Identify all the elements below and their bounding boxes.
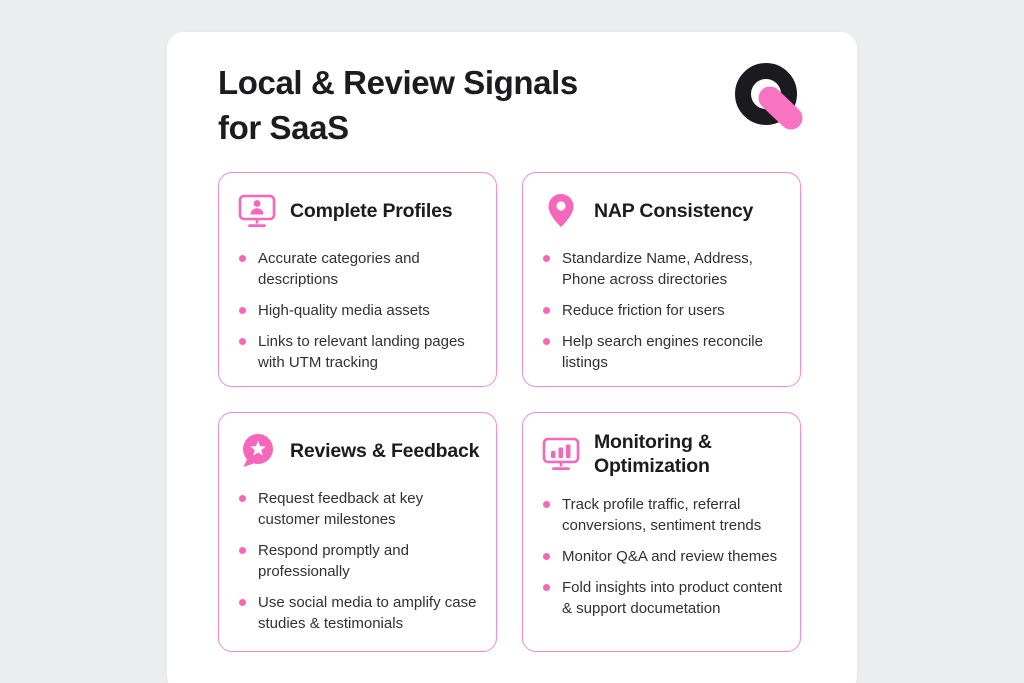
bullet-dot bbox=[239, 547, 246, 554]
bullet-text: Fold insights into product content & sup… bbox=[562, 579, 783, 617]
list-item: Monitor Q&A and review themes bbox=[541, 546, 788, 567]
list-item: Use social media to amplify case studies… bbox=[237, 592, 484, 634]
list-item: High-quality media assets bbox=[237, 300, 484, 321]
bullet-text: Standardize Name, Address, Phone across … bbox=[562, 250, 753, 288]
bullet-text: Use social media to amplify case studies… bbox=[258, 594, 477, 632]
card-title: Reviews & Feedback bbox=[290, 440, 480, 462]
card-header: Reviews & Feedback bbox=[237, 430, 484, 472]
page-title-line2: for SaaS bbox=[218, 109, 349, 146]
bullet-list: Track profile traffic, referral conversi… bbox=[541, 494, 788, 619]
bullet-list: Standardize Name, Address, Phone across … bbox=[541, 248, 788, 373]
bullet-dot bbox=[543, 307, 550, 314]
list-item: Accurate categories and descriptions bbox=[237, 248, 484, 290]
bullet-dot bbox=[239, 338, 246, 345]
bullet-dot bbox=[543, 255, 550, 262]
list-item: Links to relevant landing pages with UTM… bbox=[237, 331, 484, 373]
bullet-text: Track profile traffic, referral conversi… bbox=[562, 496, 762, 534]
chat-star-icon bbox=[237, 432, 277, 470]
bullet-text: Help search engines reconcile listings bbox=[562, 333, 763, 371]
list-item: Standardize Name, Address, Phone across … bbox=[541, 248, 788, 290]
bullet-dot bbox=[543, 553, 550, 560]
bullet-dot bbox=[239, 255, 246, 262]
bullet-dot bbox=[543, 338, 550, 345]
q-logo-icon bbox=[733, 58, 807, 130]
bullet-dot bbox=[239, 495, 246, 502]
card-title: Complete Profiles bbox=[290, 200, 453, 222]
card-header: NAP Consistency bbox=[541, 190, 788, 232]
card-reviews-feedback: Reviews & Feedback Request feedback at k… bbox=[218, 412, 497, 652]
bullet-list: Accurate categories and descriptions Hig… bbox=[237, 248, 484, 373]
card-monitoring-optimization: Monitoring & Optimization Track profile … bbox=[522, 412, 801, 652]
card-header: Monitoring & Optimization bbox=[541, 430, 788, 478]
bullet-dot bbox=[543, 501, 550, 508]
bullet-text: High-quality media assets bbox=[258, 302, 430, 319]
bullet-text: Accurate categories and descriptions bbox=[258, 250, 420, 288]
bar-chart-monitor-icon bbox=[541, 435, 581, 473]
list-item: Reduce friction for users bbox=[541, 300, 788, 321]
page-title-line1: Local & Review Signals bbox=[218, 64, 578, 101]
list-item: Fold insights into product content & sup… bbox=[541, 577, 788, 619]
bullet-list: Request feedback at key customer milesto… bbox=[237, 488, 484, 634]
list-item: Track profile traffic, referral conversi… bbox=[541, 494, 788, 536]
list-item: Help search engines reconcile listings bbox=[541, 331, 788, 373]
list-item: Respond promptly and professionally bbox=[237, 540, 484, 582]
bullet-text: Links to relevant landing pages with UTM… bbox=[258, 333, 465, 371]
bullet-dot bbox=[239, 599, 246, 606]
card-title: NAP Consistency bbox=[594, 200, 754, 222]
bullet-dot bbox=[543, 584, 550, 591]
bullet-text: Reduce friction for users bbox=[562, 302, 725, 319]
bullet-text: Respond promptly and professionally bbox=[258, 542, 409, 580]
bullet-text: Request feedback at key customer milesto… bbox=[258, 490, 424, 528]
card-nap-consistency: NAP Consistency Standardize Name, Addres… bbox=[522, 172, 801, 387]
card-header: Complete Profiles bbox=[237, 190, 484, 232]
bullet-dot bbox=[239, 307, 246, 314]
card-complete-profiles: Complete Profiles Accurate categories an… bbox=[218, 172, 497, 387]
page-title: Local & Review Signals for SaaS bbox=[218, 60, 738, 150]
profile-monitor-icon bbox=[237, 192, 277, 230]
map-pin-icon bbox=[541, 192, 581, 230]
bullet-text: Monitor Q&A and review themes bbox=[562, 548, 778, 565]
card-title: Monitoring & Optimization bbox=[594, 431, 712, 477]
list-item: Request feedback at key customer milesto… bbox=[237, 488, 484, 530]
